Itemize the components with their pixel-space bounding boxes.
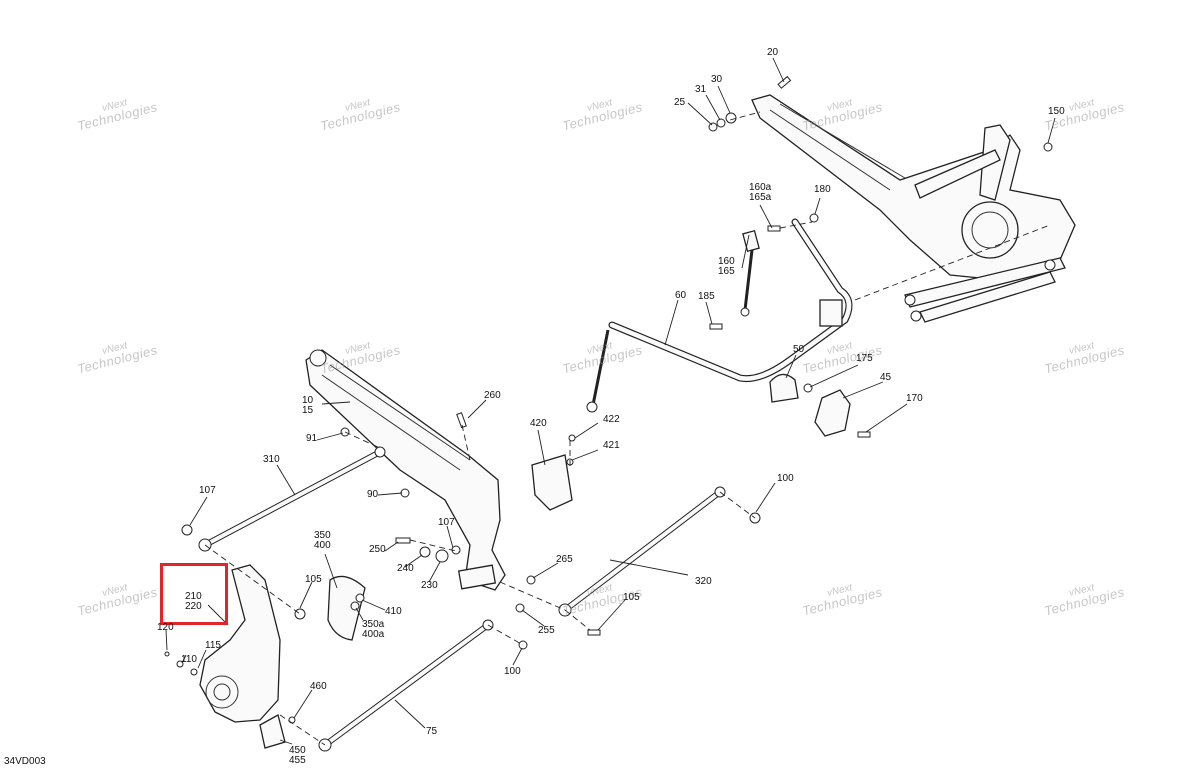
callout-45: 45 bbox=[880, 372, 892, 383]
callout-410: 410 bbox=[385, 606, 402, 617]
callout-320: 320 bbox=[695, 576, 712, 587]
callout-90: 90 bbox=[367, 489, 379, 500]
sway-bar-clamps bbox=[769, 373, 871, 438]
knuckle bbox=[199, 564, 281, 723]
callout-350: 350 400 bbox=[314, 530, 331, 551]
callout-255: 255 bbox=[538, 625, 555, 636]
highlight-box bbox=[160, 563, 228, 625]
callout-170: 170 bbox=[906, 393, 923, 404]
callout-100b: 100 bbox=[504, 666, 521, 677]
callout-160: 160 165 bbox=[718, 256, 735, 277]
callout-107: 107 bbox=[199, 485, 216, 496]
callout-60: 60 bbox=[675, 290, 687, 301]
callout-30: 30 bbox=[711, 74, 723, 85]
sway-bar bbox=[586, 218, 853, 413]
callout-175: 175 bbox=[856, 353, 873, 364]
callout-25: 25 bbox=[674, 97, 686, 108]
callout-105b: 105 bbox=[623, 592, 640, 603]
callout-265: 265 bbox=[556, 554, 573, 565]
callout-250: 250 bbox=[369, 544, 386, 555]
callout-420: 420 bbox=[530, 418, 547, 429]
fasteners-lower bbox=[164, 412, 761, 724]
callout-422: 422 bbox=[603, 414, 620, 425]
callout-180: 180 bbox=[814, 184, 831, 195]
callout-230: 230 bbox=[421, 580, 438, 591]
callout-210: 210 220 bbox=[185, 591, 202, 612]
trailing-arm bbox=[305, 349, 506, 591]
upper-trailing-arm bbox=[751, 94, 1076, 323]
callout-185: 185 bbox=[698, 291, 715, 302]
callout-100: 100 bbox=[777, 473, 794, 484]
callout-115: 115 bbox=[205, 640, 221, 651]
callout-107b: 107 bbox=[438, 517, 455, 528]
callout-421: 421 bbox=[603, 440, 620, 451]
callout-260: 260 bbox=[484, 390, 501, 401]
callout-150: 150 bbox=[1048, 106, 1065, 117]
leader-lines bbox=[165, 57, 1056, 745]
guards bbox=[259, 454, 573, 749]
callout-105: 105 bbox=[305, 574, 322, 585]
callout-10: 10 15 bbox=[302, 395, 314, 416]
callout-110: 110 bbox=[181, 654, 197, 665]
callout-120: 120 bbox=[157, 622, 174, 633]
callout-350a: 350a 400a bbox=[362, 619, 385, 640]
callout-20: 20 bbox=[767, 47, 779, 58]
callout-50: 50 bbox=[793, 344, 805, 355]
callout-91: 91 bbox=[306, 433, 318, 444]
fasteners-top bbox=[708, 75, 1053, 232]
callout-460: 460 bbox=[310, 681, 327, 692]
callout-310: 310 bbox=[263, 454, 280, 465]
assembly-lines bbox=[204, 111, 1051, 746]
drawing-id: 34VD003 bbox=[4, 756, 46, 767]
callout-75: 75 bbox=[426, 726, 438, 737]
callout-31: 31 bbox=[695, 84, 707, 95]
callout-160a: 160a 165a bbox=[749, 182, 772, 203]
callout-450: 450 455 bbox=[289, 745, 306, 766]
callout-240: 240 bbox=[397, 563, 414, 574]
